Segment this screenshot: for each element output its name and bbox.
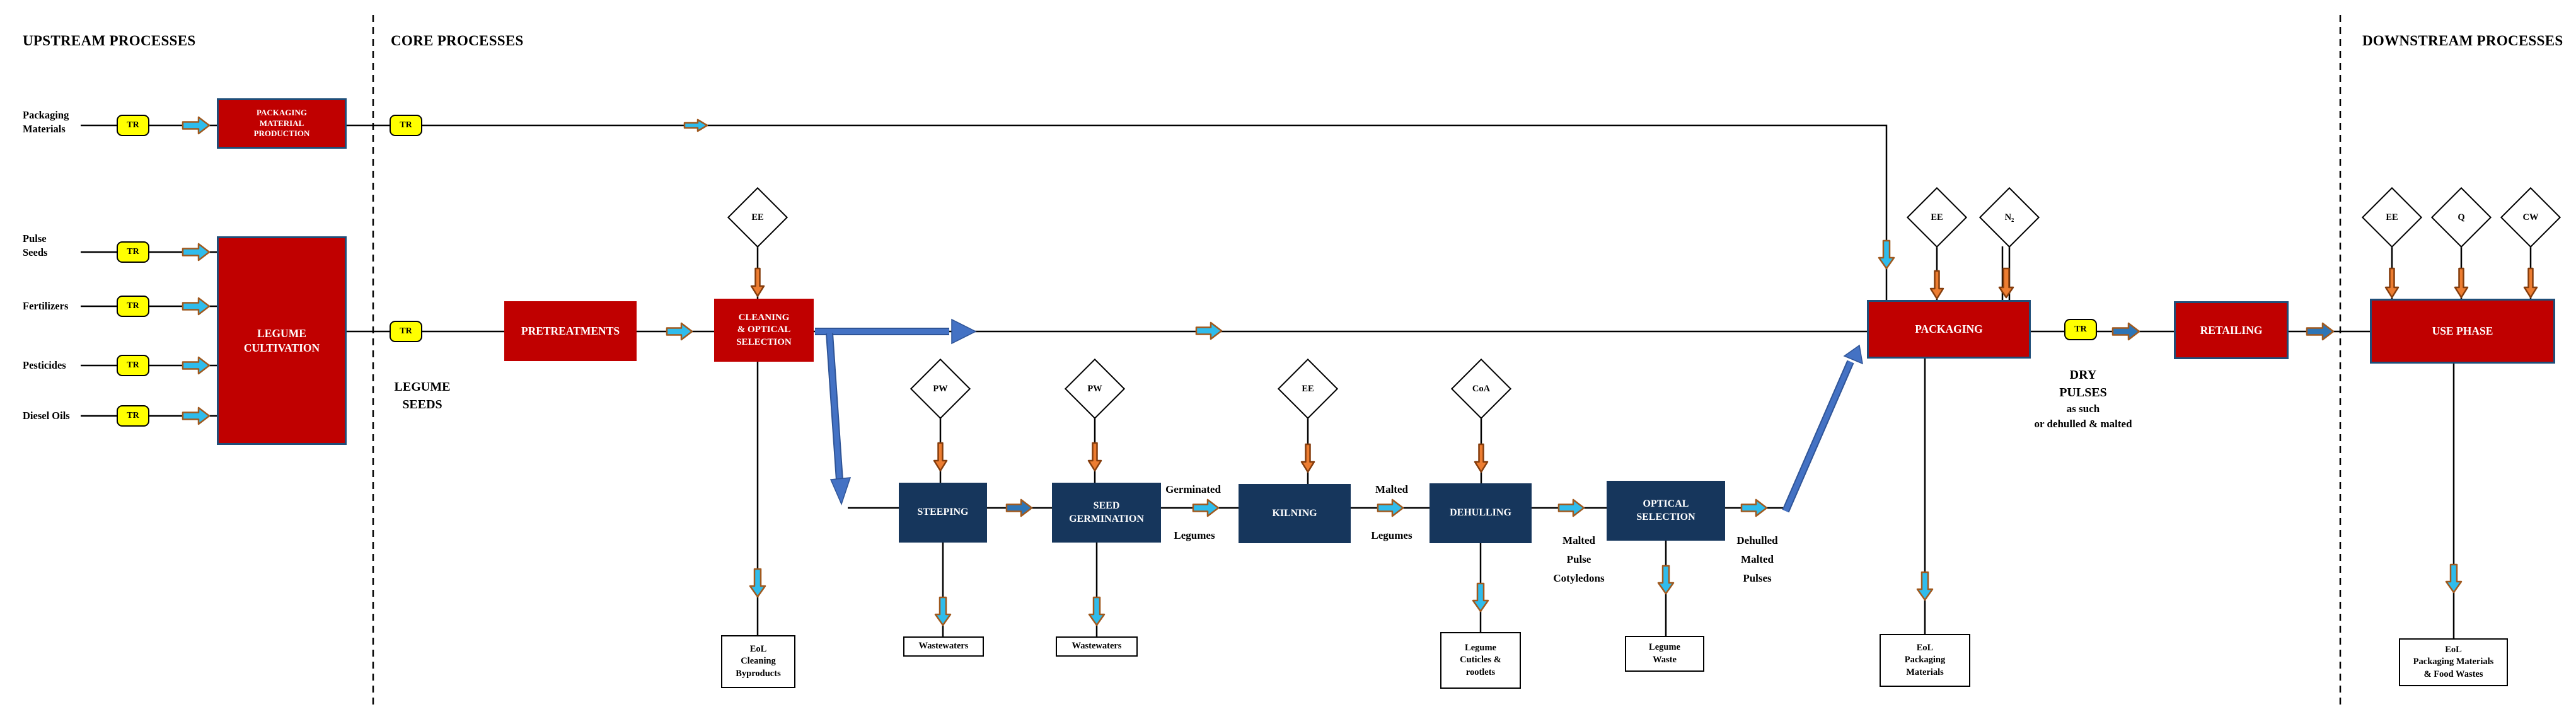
input-label-diesel-oils: Diesel Oils	[23, 410, 70, 422]
section-header-downstream: DOWNSTREAM PROCESSES	[2362, 33, 2563, 49]
flow-arrow-icon	[1657, 565, 1675, 595]
tr-chip-pulse-seeds: TR	[117, 241, 149, 263]
tr-chip-packaging-material-line: TR	[390, 115, 422, 136]
process-box-packaging-material-production: PACKAGING MATERIAL PRODUCTION	[217, 98, 347, 149]
flow-arrow-icon	[750, 267, 765, 297]
tr-chip-diesel-oils: TR	[117, 405, 149, 427]
flow-arrow-icon	[2384, 267, 2400, 299]
flow-arrow-icon	[1878, 239, 1895, 270]
flow-arrow-icon	[2454, 267, 2469, 299]
flow-arrow-icon	[666, 322, 693, 341]
flow-arrow-icon	[182, 243, 211, 262]
flow-label-legume-seeds: LEGUME SEEDS	[394, 380, 451, 411]
flow-arrow-icon	[1929, 270, 1944, 300]
bulk-flow-arrow-icon	[815, 318, 1863, 513]
process-box-optical-selection: OPTICAL SELECTION	[1607, 481, 1725, 541]
flow-arrow-icon	[1300, 443, 1315, 473]
section-header-upstream: UPSTREAM PROCESSES	[23, 33, 196, 49]
input-label-pulse-seeds: Pulse Seeds	[23, 233, 48, 259]
flow-arrow-icon	[2445, 563, 2463, 594]
waste-box-wastewaters-germination: Wastewaters	[1056, 636, 1138, 657]
flow-label-malted: Malted	[1375, 483, 1408, 495]
tr-chip-fertilizers: TR	[117, 296, 149, 317]
process-box-retailing: RETAILING	[2174, 301, 2289, 359]
flow-arrow-icon	[1998, 267, 2014, 299]
flow-arrow-icon	[1740, 498, 1768, 517]
flow-arrow-icon	[1474, 443, 1489, 473]
process-box-kilning: KILNING	[1239, 484, 1351, 543]
waste-box-legume-cuticles-rootlets: Legume Cuticles & rootlets	[1440, 632, 1521, 689]
flow-arrow-icon	[182, 406, 211, 425]
tr-chip-dry-pulses: TR	[2064, 319, 2097, 340]
flow-arrow-icon	[934, 596, 952, 626]
flow-line	[939, 417, 1482, 484]
flow-arrow-icon	[683, 118, 708, 132]
process-box-seed-germination: SEED GERMINATION	[1052, 483, 1161, 543]
flow-label-dehulled-malted-pulses: Dehulled Malted Pulses	[1736, 534, 1778, 584]
flow-arrow-icon	[749, 568, 766, 598]
waste-box-wastewaters-steeping: Wastewaters	[903, 636, 984, 657]
process-box-cleaning-optical-selection: CLEANING & OPTICAL SELECTION	[714, 299, 814, 362]
process-box-steeping: STEEPING	[899, 483, 987, 543]
waste-box-eol-packaging-food-wastes: EoL Packaging Materials & Food Wastes	[2399, 638, 2508, 686]
flow-arrow-icon	[2111, 322, 2140, 341]
tr-chip-packaging-materials: TR	[117, 115, 149, 136]
flow-label-dry-pulses: DRY PULSES as such or dehulled & malted	[2034, 368, 2132, 430]
flow-label-malted-legumes: Legumes	[1371, 529, 1412, 541]
tr-chip-legume-seeds: TR	[390, 321, 422, 342]
waste-box-eol-packaging-materials: EoL Packaging Materials	[1880, 634, 1970, 687]
process-box-dehulling: DEHULLING	[1430, 483, 1532, 543]
flow-arrow-icon	[933, 442, 948, 472]
flow-arrow-icon	[2306, 322, 2335, 341]
flow-label-malted-pulse-cotyledons: Malted Pulse Cotyledons	[1553, 534, 1605, 584]
input-label-fertilizers: Fertilizers	[23, 300, 69, 312]
flow-arrow-icon	[1472, 582, 1489, 613]
waste-box-legume-waste: Legume Waste	[1625, 636, 1704, 672]
flow-arrow-icon	[1005, 498, 1033, 517]
input-label-pesticides: Pesticides	[23, 359, 66, 371]
flow-line	[1936, 246, 2532, 300]
flow-arrow-icon	[182, 356, 211, 375]
flow-arrow-icon	[1916, 571, 1934, 601]
flow-label-germinated-legumes: Legumes	[1174, 529, 1215, 541]
flow-arrow-icon	[1088, 596, 1106, 626]
waste-box-eol-cleaning-byproducts: EoL Cleaning Byproducts	[721, 635, 795, 688]
flow-label-germinated: Germinated	[1165, 483, 1221, 495]
flow-arrow-icon	[182, 297, 211, 316]
flow-arrow-icon	[1087, 442, 1102, 472]
flow-arrow-icon	[1377, 498, 1404, 517]
input-label-packaging-materials: Packaging Materials	[23, 109, 69, 135]
flow-arrow-icon	[1192, 498, 1220, 517]
tr-chip-pesticides: TR	[117, 355, 149, 376]
process-box-pretreatments: PRETREATMENTS	[504, 301, 637, 361]
flow-arrow-icon	[1557, 498, 1585, 517]
process-box-use-phase: USE PHASE	[2370, 299, 2555, 364]
flow-arrow-icon	[2523, 267, 2538, 299]
process-box-packaging: PACKAGING	[1867, 300, 2031, 359]
flow-line	[347, 124, 1888, 300]
flow-arrow-icon	[1195, 321, 1223, 340]
section-header-core: CORE PROCESSES	[391, 33, 524, 49]
flow-arrow-icon	[182, 116, 211, 135]
process-box-legume-cultivation: LEGUME CULTIVATION	[217, 236, 347, 445]
